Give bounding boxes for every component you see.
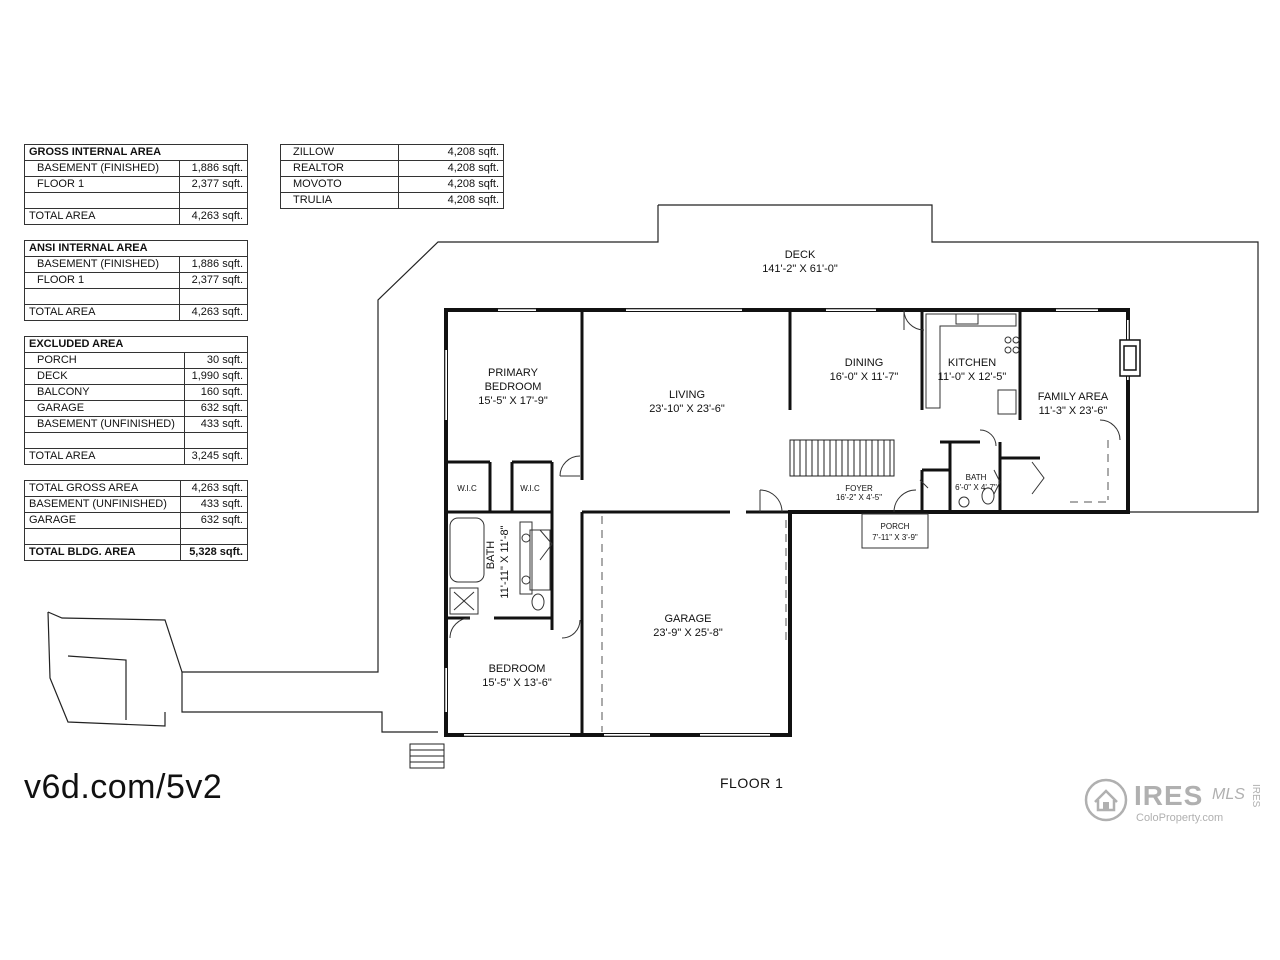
garage-dims: 23'-9" X 25'-8" (653, 627, 723, 639)
logo-vertical: IRES (1250, 784, 1261, 808)
floor-label: FLOOR 1 (720, 775, 784, 791)
bedroom-label: BEDROOM (489, 663, 546, 675)
primary-bedroom-dims: 15'-5" X 17'-9" (478, 395, 548, 407)
porch-dims: 7'-11" X 3'-9" (872, 533, 918, 542)
living-dims: 23'-10" X 23'-6" (649, 403, 725, 415)
main-bath-label: BATH (485, 541, 497, 570)
living-label: LIVING (669, 389, 705, 401)
foyer-label: FOYER (845, 484, 873, 493)
family-area-dims: 11'-3" X 23'-6" (1039, 405, 1108, 417)
small-bath-dims: 6'-0" X 4'-7" (955, 483, 997, 492)
logo-mls: MLS (1212, 786, 1245, 803)
dining-label: DINING (845, 357, 884, 369)
ansi-internal-area-table: ANSI INTERNAL AREA BASEMENT (FINISHED)1,… (23, 240, 248, 321)
logo-brand: IRES (1134, 780, 1204, 811)
table-row: BASEMENT (UNFINISHED)433 sqft. (23, 496, 248, 513)
wic-label-2: W.I.C (520, 484, 540, 493)
garage-label: GARAGE (664, 613, 711, 625)
porch-outline (861, 513, 929, 549)
table-row: BASEMENT (UNFINISHED)433 sqft. (23, 416, 248, 433)
deck-outline (47, 204, 1259, 733)
window-lines (444, 308, 1130, 737)
room-labels: DECK 141'-2" X 61'-0" PRIMARY BEDROOM 15… (457, 249, 1109, 689)
porch-label: PORCH (881, 522, 910, 531)
fireplace-icon (1119, 339, 1141, 377)
bath-fixtures (449, 487, 995, 615)
garage-door-lines (601, 440, 1109, 732)
exterior-walls (444, 308, 1130, 737)
ires-logo: IRES MLS ColoProperty.com IRES (1084, 776, 1274, 826)
table-row: BASEMENT (FINISHED)1,886 sqft. (23, 256, 248, 273)
dining-dims: 16'-0" X 11'-7" (830, 371, 899, 383)
small-bath-label: BATH (966, 473, 987, 482)
tour-url: v6d.com/5v2 (24, 768, 223, 806)
table-row (23, 288, 248, 305)
logo-site: ColoProperty.com (1136, 812, 1224, 824)
foyer-dims: 16'-2" X 4'-5" (836, 493, 882, 502)
house-circle-icon (1084, 778, 1128, 822)
gross-internal-area-table: GROSS INTERNAL AREA BASEMENT (FINISHED)1… (23, 144, 248, 225)
kitchen-dims: 11'-0" X 12'-5" (938, 371, 1007, 383)
family-area-label: FAMILY AREA (1038, 391, 1109, 403)
kitchen-label: KITCHEN (948, 357, 996, 369)
wic-label-1: W.I.C (457, 484, 477, 493)
doors (449, 309, 1121, 639)
stairs (789, 439, 895, 477)
primary-bedroom-label-2: BEDROOM (485, 381, 542, 393)
steps (409, 743, 445, 769)
interior-walls (446, 310, 1040, 735)
deck-dims: 141'-2" X 61'-0" (762, 263, 838, 275)
main-bath-dims: 11'-11" X 11'-8" (499, 525, 511, 598)
windows (445, 309, 1129, 736)
bedroom-dims: 15'-5" X 13'-6" (482, 677, 552, 689)
kitchen-counters (925, 313, 1020, 415)
deck-label: DECK (785, 249, 816, 261)
primary-bedroom-label: PRIMARY (488, 367, 539, 379)
